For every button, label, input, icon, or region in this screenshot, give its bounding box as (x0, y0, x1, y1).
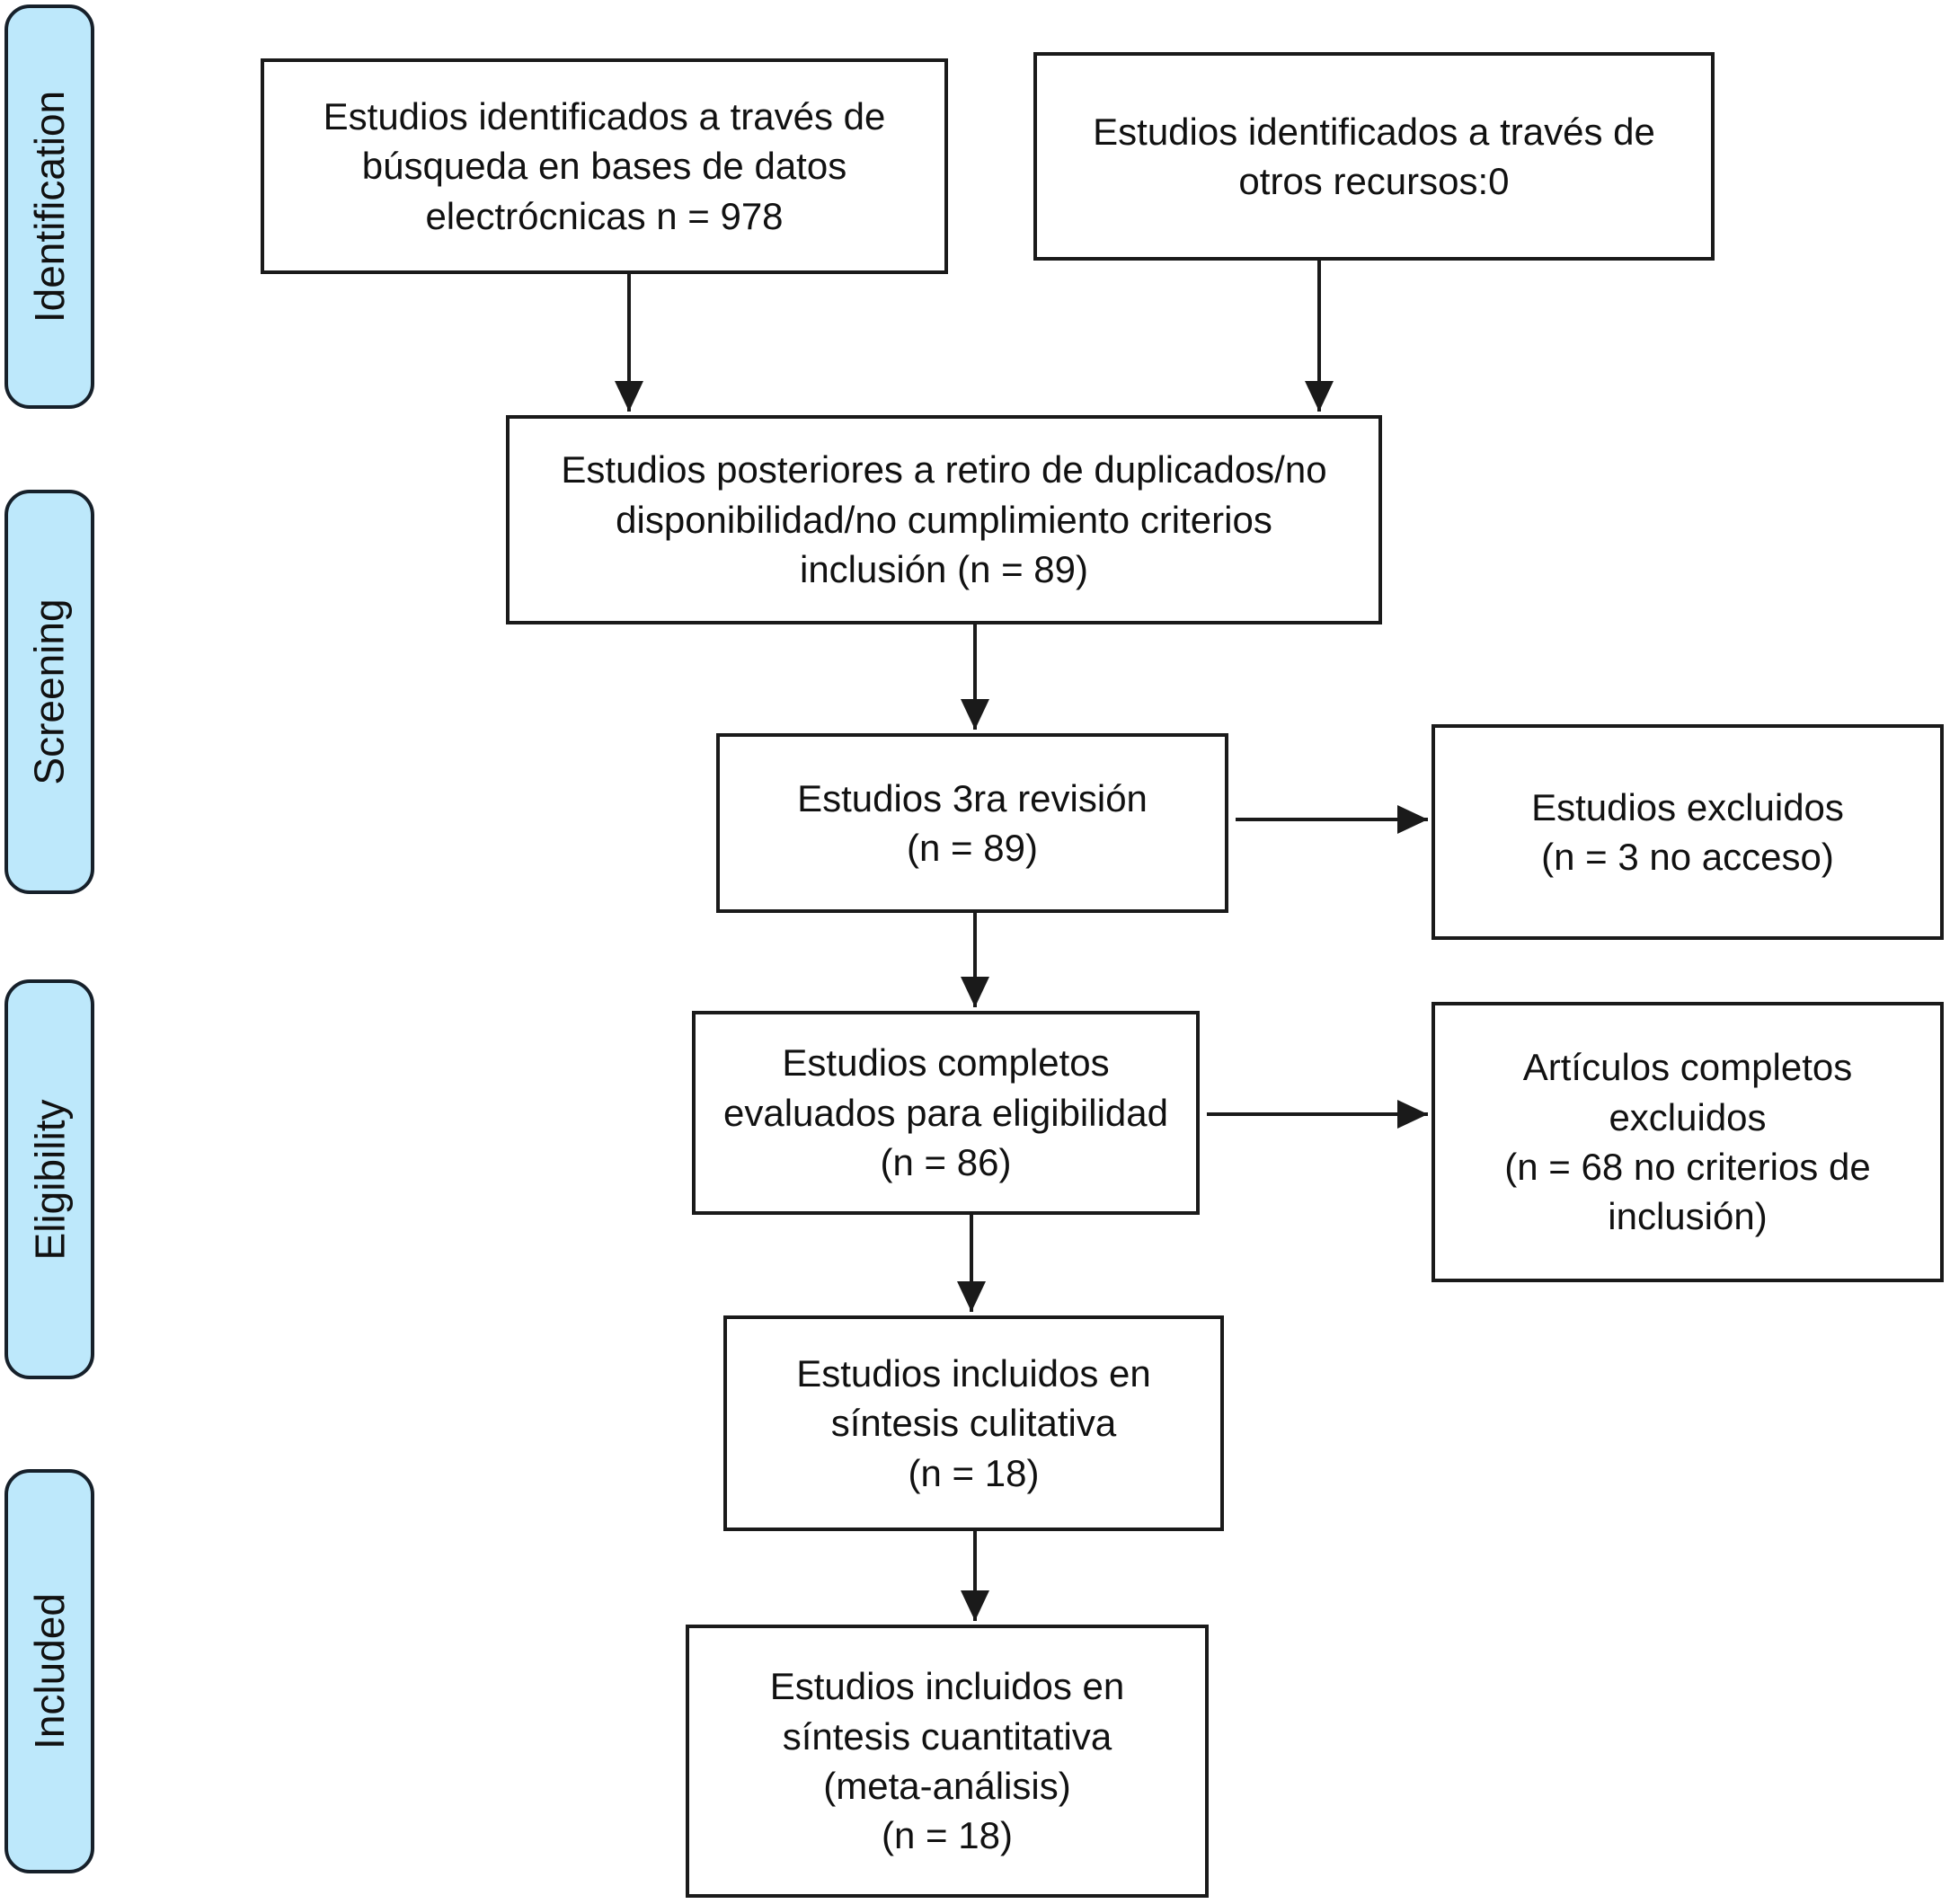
box-excluded-no-access-text: Estudios excluidos (n = 3 no acceso) (1531, 785, 1844, 878)
box-third-review: Estudios 3ra revisión (n = 89) (716, 733, 1228, 913)
box-identified-other-text: Estudios identificados a través de otros… (1093, 110, 1655, 202)
box-after-duplicates: Estudios posteriores a retiro de duplica… (506, 415, 1382, 624)
box-fulltext-excluded: Artículos completos excluidos (n = 68 no… (1431, 1002, 1944, 1282)
box-quantitative-synthesis-text: Estudios incluidos en síntesis cuantitat… (769, 1665, 1125, 1857)
box-excluded-no-access: Estudios excluidos (n = 3 no acceso) (1431, 724, 1944, 940)
box-identified-db: Estudios identificados a través de búsqu… (261, 58, 948, 274)
stage-eligibility: Eligibility (4, 979, 94, 1379)
stage-included: Included (4, 1469, 94, 1873)
stage-identification-label: Identification (26, 90, 73, 323)
stage-screening: Screening (4, 490, 94, 894)
box-fulltext-assessed-text: Estudios completos evaluados para eligib… (722, 1041, 1169, 1184)
stage-screening-label: Screening (26, 598, 74, 785)
box-fulltext-assessed: Estudios completos evaluados para eligib… (692, 1011, 1200, 1215)
box-third-review-text: Estudios 3ra revisión (n = 89) (797, 776, 1148, 869)
box-qualitative-synthesis-text: Estudios incluidos en síntesis culitativ… (796, 1351, 1151, 1494)
box-quantitative-synthesis: Estudios incluidos en síntesis cuantitat… (686, 1625, 1209, 1898)
box-qualitative-synthesis: Estudios incluidos en síntesis culitativ… (723, 1315, 1224, 1531)
box-identified-db-text: Estudios identificados a través de búsqu… (323, 94, 886, 237)
box-fulltext-excluded-text: Artículos completos excluidos (n = 68 no… (1504, 1046, 1871, 1238)
box-after-duplicates-text: Estudios posteriores a retiro de duplica… (561, 448, 1327, 591)
box-identified-other: Estudios identificados a través de otros… (1033, 52, 1715, 261)
stage-included-label: Included (26, 1593, 74, 1749)
stage-identification: Identification (4, 4, 94, 409)
stage-eligibility-label: Eligibility (26, 1099, 74, 1260)
